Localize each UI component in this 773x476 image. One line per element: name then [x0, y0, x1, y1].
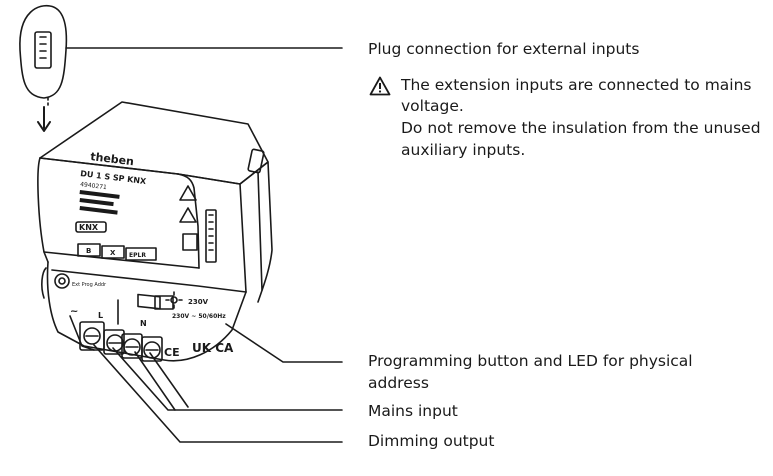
- device-article-text: 4940271: [80, 181, 108, 191]
- device-ce-mark: CE: [164, 346, 180, 359]
- arrow-down-icon: [37, 106, 51, 132]
- device-n-symbol: N: [140, 319, 147, 328]
- callout-warning-line1: The extension inputs are connected to ma…: [401, 76, 752, 94]
- callout-warning-line3: Do not remove the insulation from the un…: [401, 119, 761, 137]
- device-brand-text: theben: [90, 150, 135, 168]
- device-knx-text: KNX: [79, 223, 99, 232]
- callout-warning-line2: voltage.: [401, 97, 464, 115]
- device-l-symbol: L: [98, 311, 103, 320]
- device-ukca-text: UK CA: [192, 341, 234, 355]
- warning-icon: [369, 76, 391, 96]
- callout-dimming-output: Dimming output: [368, 432, 495, 450]
- callout-programming-line1: Programming button and LED for physical: [368, 352, 693, 370]
- callout-warning-line4: auxiliary inputs.: [401, 141, 526, 159]
- device-power-text: 230V ~ 50/60Hz: [172, 313, 226, 320]
- callout-mains-input: Mains input: [368, 402, 458, 420]
- device-btn-eplr: EPLR: [129, 252, 146, 259]
- device-rating-text: 230V: [188, 298, 209, 306]
- device-btn-b: B: [86, 247, 91, 255]
- device-btn-x: X: [110, 249, 116, 257]
- device-ac-symbol: ~: [70, 306, 78, 317]
- plug-connector-detail: [19, 4, 68, 99]
- callout-programming-line2: address: [368, 374, 429, 392]
- callout-plug-connection: Plug connection for external inputs: [368, 40, 640, 58]
- device-prog-label: Ext Prog Addr: [72, 282, 107, 288]
